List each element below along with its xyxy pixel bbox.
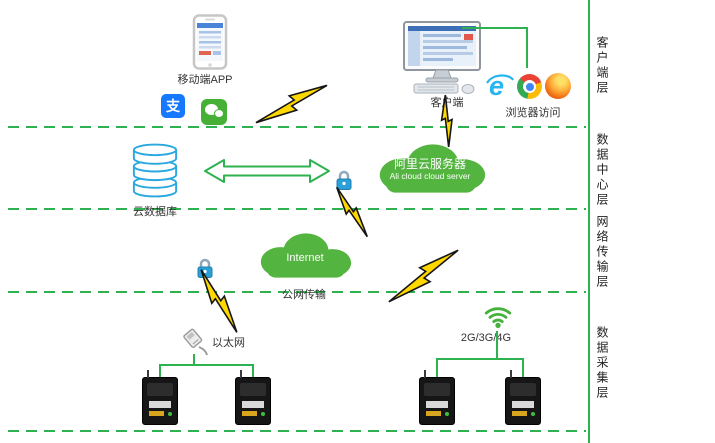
internet-label: Internet: [286, 252, 324, 264]
public-network-label: 公网传输: [282, 289, 326, 301]
connector-ethernet-bus: [159, 364, 254, 366]
device-panel: [510, 383, 536, 396]
wechat-bubble-small: [214, 109, 224, 118]
device-led: [531, 412, 535, 416]
device-yellow-strip: [512, 411, 527, 416]
device-label-plate: [512, 401, 534, 408]
device-antenna: [510, 370, 512, 378]
chrome-browser-icon: [517, 74, 542, 99]
ethernet-label: 以太网: [212, 337, 245, 349]
ali-cloud-label-en: Ali cloud cloud server: [389, 171, 471, 181]
dtu-device-icon: [505, 370, 541, 425]
connector-wifi-drop: [496, 331, 498, 358]
wifi-signal-icon: [482, 299, 514, 331]
ali-cloud-server-icon: 阿里云服务器 Ali cloud cloud server: [366, 135, 494, 199]
desktop-computer-icon: [400, 20, 484, 94]
connector-device-drop: [159, 364, 161, 377]
connector-device-drop: [252, 364, 254, 377]
connector-device-drop: [436, 358, 438, 377]
device-label-plate: [426, 401, 448, 408]
security-lock-icon: [335, 169, 353, 191]
device-led: [261, 412, 265, 416]
ali-cloud-label-cn: 阿里云服务器: [393, 157, 466, 171]
cellular-label: 2G/3G/4G: [460, 332, 512, 344]
mobile-phone-icon: [192, 14, 228, 70]
wechat-bubble-large: [205, 104, 218, 115]
sync-double-arrow: [202, 157, 332, 185]
device-antenna: [147, 370, 149, 378]
ethernet-connector-icon: [180, 326, 210, 356]
connector-pc-browser-h: [462, 27, 528, 29]
chrome-center: [523, 80, 536, 93]
device-antenna: [424, 370, 426, 378]
layer-divider-network: [8, 291, 586, 293]
connector-ethernet-drop: [193, 354, 195, 364]
dtu-device-icon: [419, 370, 455, 425]
device-panel: [240, 383, 266, 396]
layer-label-datacenter: 数据中心层: [595, 133, 609, 208]
dtu-device-icon: [235, 370, 271, 425]
connector-pc-browser-v: [526, 27, 528, 68]
device-label-plate: [149, 401, 171, 408]
device-yellow-strip: [426, 411, 441, 416]
device-antenna: [240, 370, 242, 378]
device-led: [445, 412, 449, 416]
device-yellow-strip: [149, 411, 164, 416]
layer-divider-bottom: [8, 430, 586, 432]
cloud-database-label: 云数据库: [133, 206, 177, 218]
dtu-device-icon: [142, 370, 178, 425]
device-panel: [147, 383, 173, 396]
connector-wifi-bus: [436, 358, 524, 360]
device-led: [168, 412, 172, 416]
layer-label-collection: 数据采集层: [595, 326, 609, 401]
device-label-plate: [242, 401, 264, 408]
wechat-icon: [201, 99, 227, 125]
layer-divider-datacenter: [8, 208, 586, 210]
alipay-icon: 支: [161, 94, 185, 118]
cloud-database-icon: [131, 142, 179, 200]
alipay-glyph: 支: [166, 98, 180, 114]
ie-browser-icon: e: [486, 71, 514, 101]
layer-label-network: 网络传输层: [595, 215, 609, 290]
layer-label-client: 客户端层: [595, 36, 609, 96]
lightning-bolt-internet-cellular: [382, 236, 465, 316]
browser-access-label: 浏览器访问: [505, 107, 561, 119]
layer-rail-line: [588, 0, 590, 443]
mobile-app-label: 移动端APP: [177, 74, 233, 86]
internet-cloud-icon: Internet: [251, 226, 359, 284]
device-panel: [424, 383, 450, 396]
chrome-center-dot: [525, 82, 534, 91]
connector-device-drop: [522, 358, 524, 377]
firefox-browser-icon: [545, 73, 571, 99]
device-yellow-strip: [242, 411, 257, 416]
layer-divider-client: [8, 126, 586, 128]
